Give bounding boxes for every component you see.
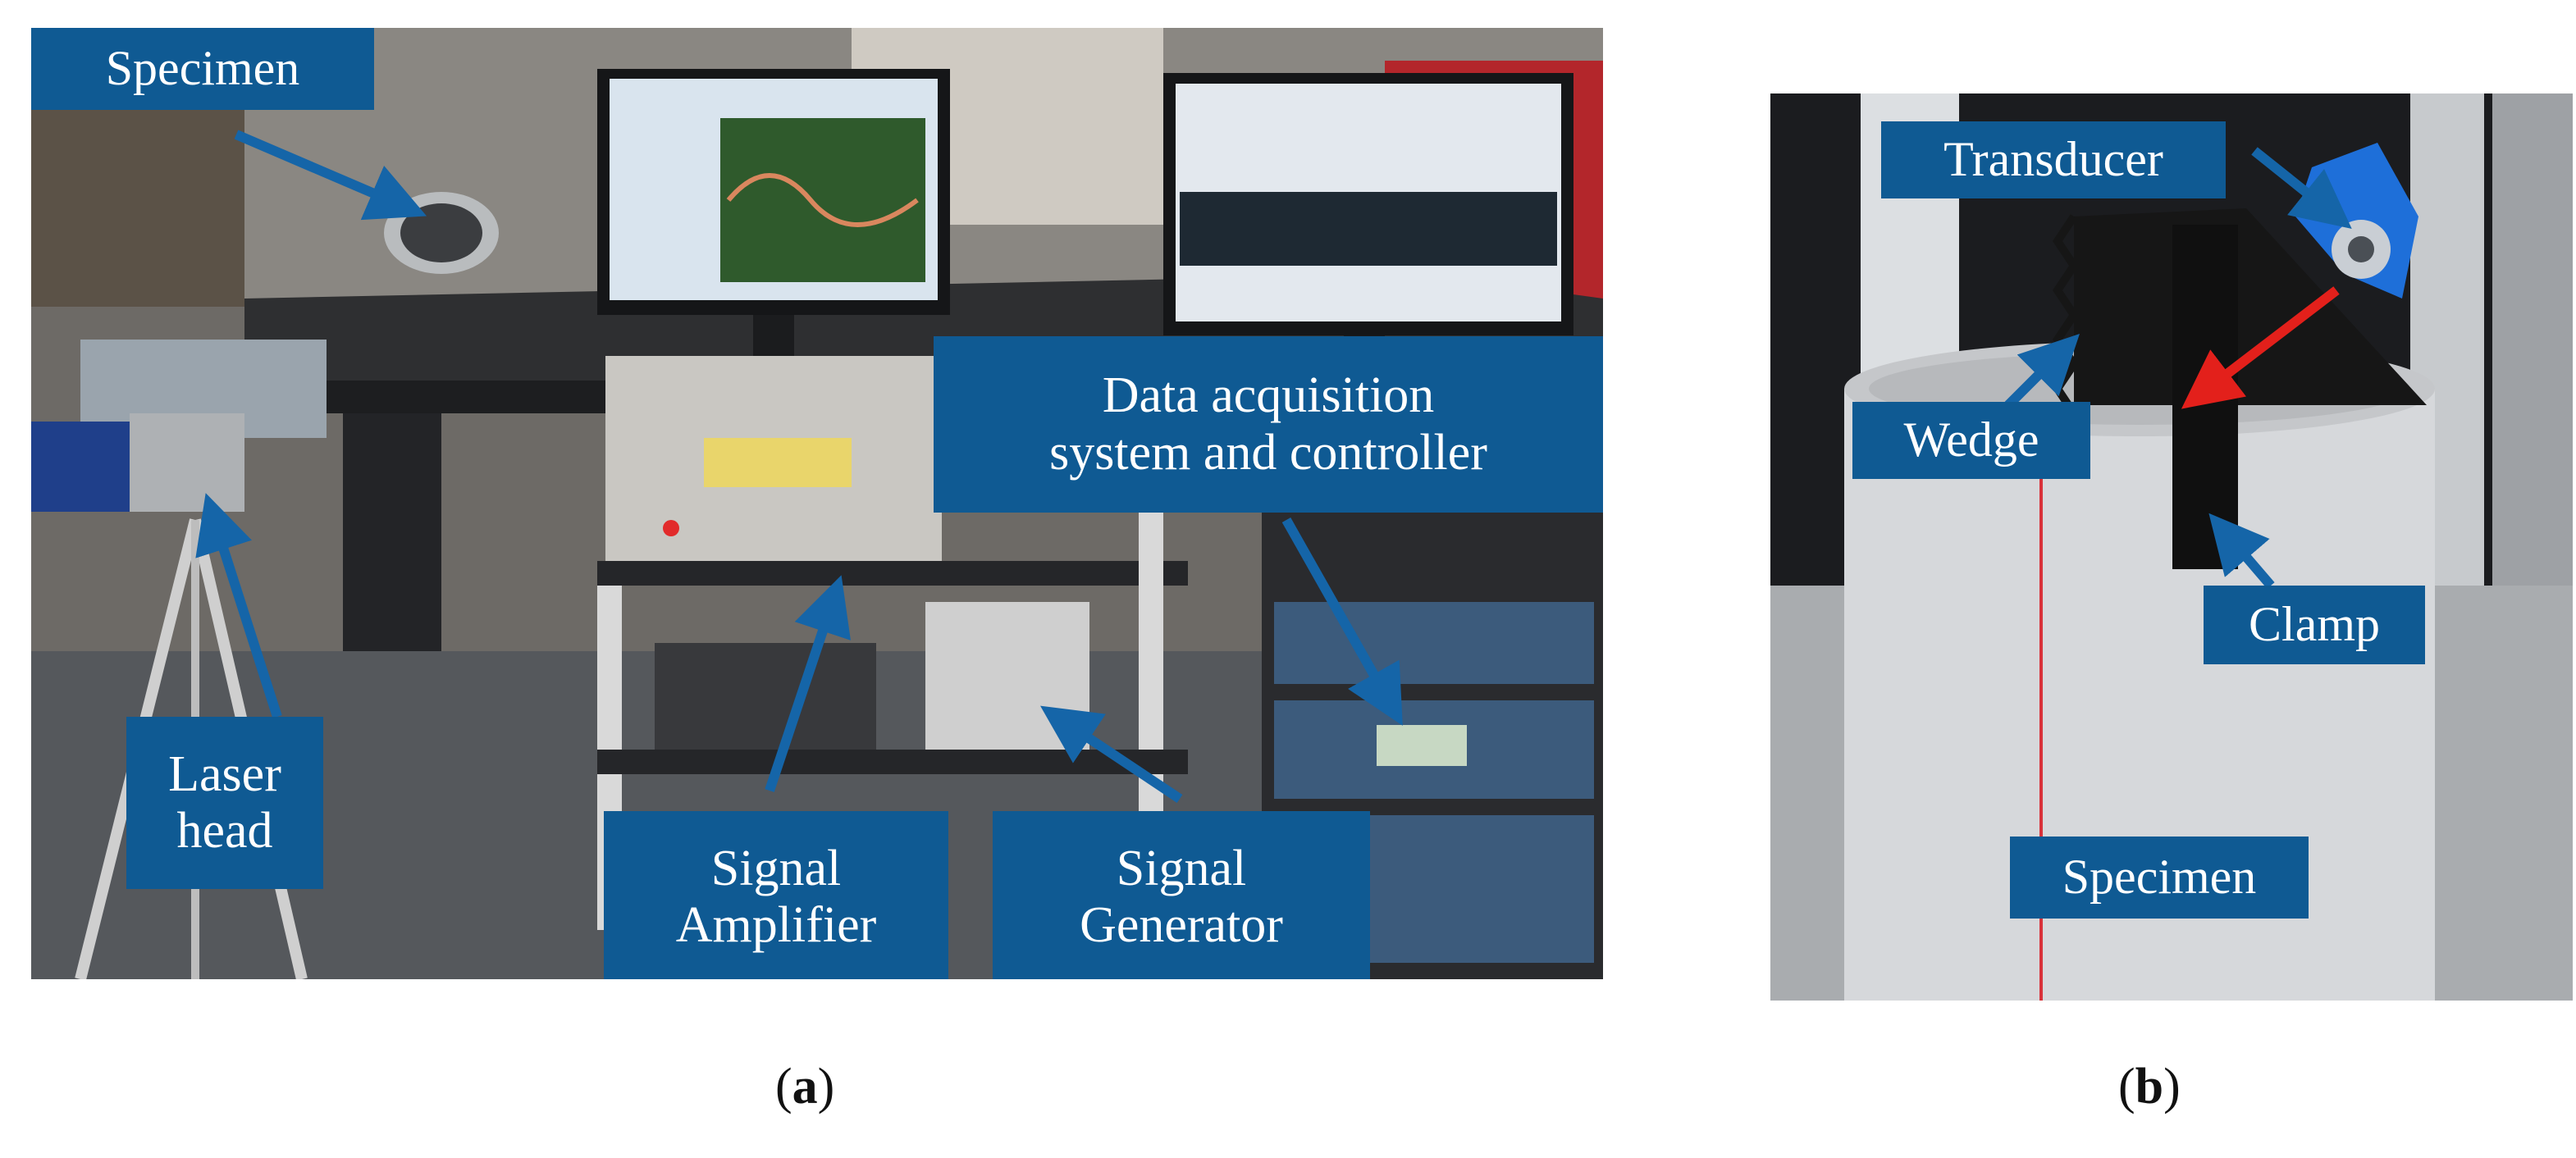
- label-specimen: Specimen: [31, 28, 374, 110]
- label-laser-head: Laser head: [126, 717, 323, 889]
- label-clamp: Clamp: [2204, 586, 2425, 664]
- label-daq: Data acquisition system and controller: [934, 336, 1603, 513]
- label-specimen-b: Specimen: [2010, 837, 2309, 919]
- caption-b: (b): [2118, 1059, 2181, 1115]
- caption-b-letter: b: [2135, 1059, 2164, 1115]
- transducer-closeup-photo: Transducer Wedge Clamp Specimen: [1770, 93, 2573, 1001]
- lab-setup-photo: Specimen Laser head Signal Amplifier Sig…: [31, 28, 1603, 979]
- caption-a: (a): [775, 1059, 835, 1115]
- caption-a-letter: a: [792, 1059, 818, 1115]
- label-signal-generator: Signal Generator: [993, 811, 1370, 979]
- label-transducer: Transducer: [1881, 121, 2226, 198]
- label-signal-amplifier: Signal Amplifier: [604, 811, 948, 979]
- label-wedge: Wedge: [1852, 402, 2090, 479]
